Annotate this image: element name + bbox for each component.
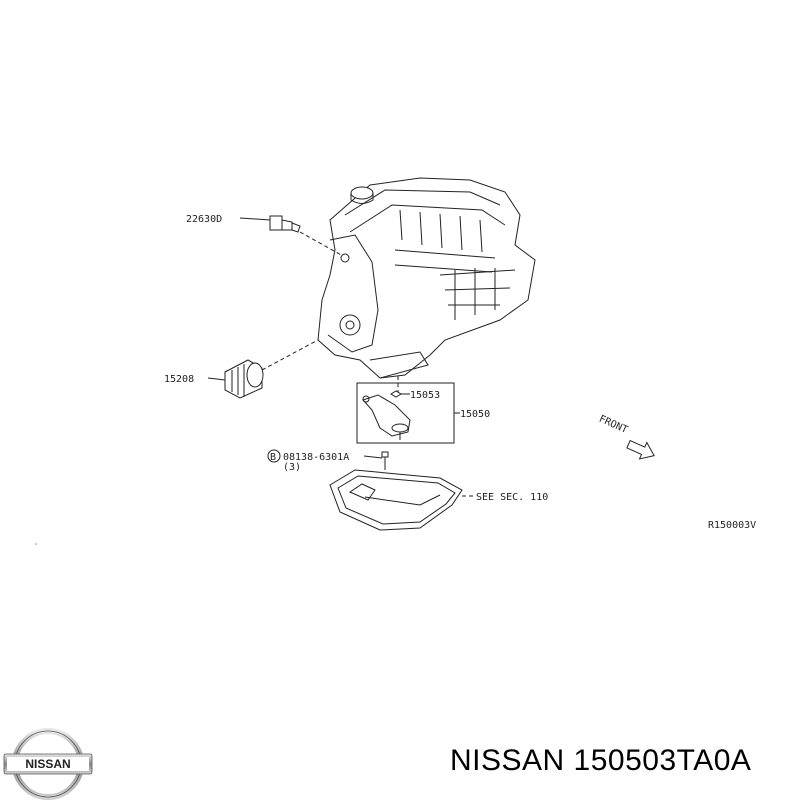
part-caption: NISSAN 150503TA0A: [450, 744, 752, 777]
label-front: FRONT: [597, 414, 629, 436]
bolt-marker: B: [270, 452, 276, 463]
label-see-section: SEE SEC. 110: [476, 492, 548, 503]
oil-pressure-sensor: [239, 215, 344, 257]
front-arrow: FRONT: [597, 414, 655, 460]
label-gasket: 15053: [410, 390, 440, 401]
oil-strainer: [362, 394, 411, 440]
label-bolt-qty: (3): [283, 462, 301, 473]
engine-block: [317, 177, 536, 379]
speck: [35, 543, 37, 545]
label-strainer: 15050: [460, 409, 490, 420]
oil-pan: [329, 469, 476, 531]
label-bolt: 08138-6301A: [283, 452, 349, 463]
gasket: [390, 390, 410, 398]
label-filter: 15208: [164, 374, 194, 385]
nissan-logo: NISSAN: [2, 724, 94, 800]
diagram-code: R150003V: [708, 520, 756, 531]
oil-filter: [207, 339, 319, 399]
label-sensor: 22630D: [186, 214, 222, 225]
logo-text: NISSAN: [25, 757, 70, 771]
bolt: B: [267, 449, 389, 470]
